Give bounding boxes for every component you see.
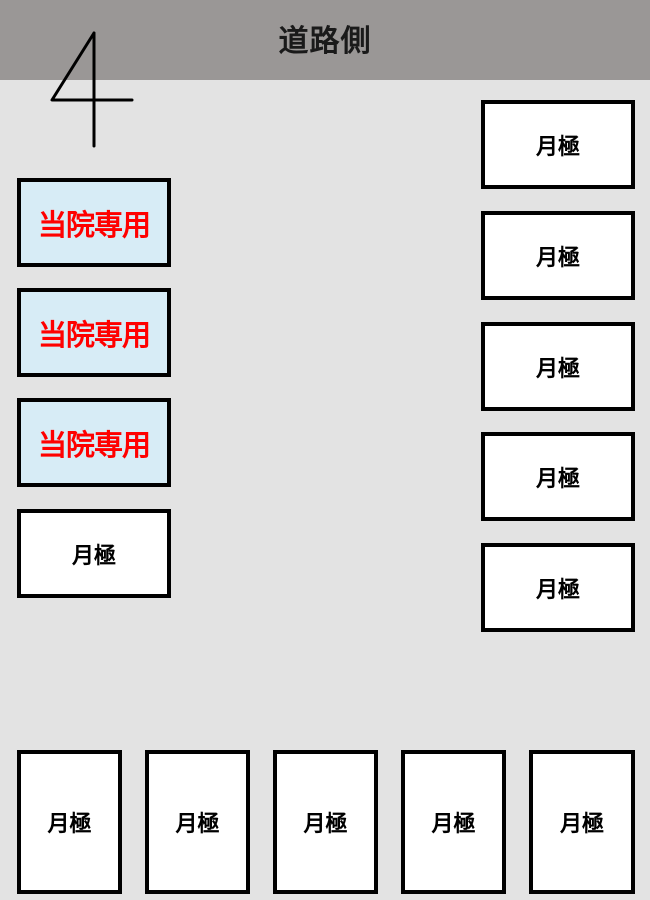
parking-space-right-4: 月極	[481, 432, 635, 521]
lot-number-text: 4	[46, 28, 138, 150]
lot-number-glyph	[50, 31, 134, 148]
space-label: 当院専用	[37, 207, 151, 242]
parking-space-right-5: 月極	[481, 543, 635, 632]
parking-space-bottom-1: 月極	[17, 750, 122, 894]
space-label: 月極	[47, 812, 92, 837]
parking-space-right-2: 月極	[481, 211, 635, 300]
parking-space-left-3: 当院専用	[17, 398, 171, 487]
space-label: 月極	[535, 245, 580, 271]
parking-space-right-3: 月極	[481, 322, 635, 411]
parking-space-left-2: 当院専用	[17, 288, 171, 377]
space-label: 月極	[535, 356, 580, 382]
space-label: 月極	[71, 543, 116, 569]
space-label: 月極	[431, 812, 476, 837]
space-label: 月極	[535, 466, 580, 492]
lot-number-handwritten	[46, 28, 138, 150]
space-label: 月極	[303, 812, 348, 837]
space-label: 当院専用	[37, 317, 151, 352]
parking-space-left-4: 月極	[17, 509, 171, 598]
space-label: 当院専用	[37, 427, 151, 462]
space-label: 月極	[175, 812, 220, 837]
parking-space-bottom-4: 月極	[401, 750, 506, 894]
parking-space-bottom-3: 月極	[273, 750, 378, 894]
parking-space-left-1: 当院専用	[17, 178, 171, 267]
space-label: 月極	[535, 134, 580, 160]
header-title: 道路側	[278, 24, 372, 59]
parking-space-right-1: 月極	[481, 100, 635, 189]
parking-space-bottom-2: 月極	[145, 750, 250, 894]
road-side-header: 道路側	[0, 0, 650, 80]
space-label: 月極	[535, 577, 580, 603]
parking-space-bottom-5: 月極	[529, 750, 635, 894]
space-label: 月極	[559, 812, 604, 837]
